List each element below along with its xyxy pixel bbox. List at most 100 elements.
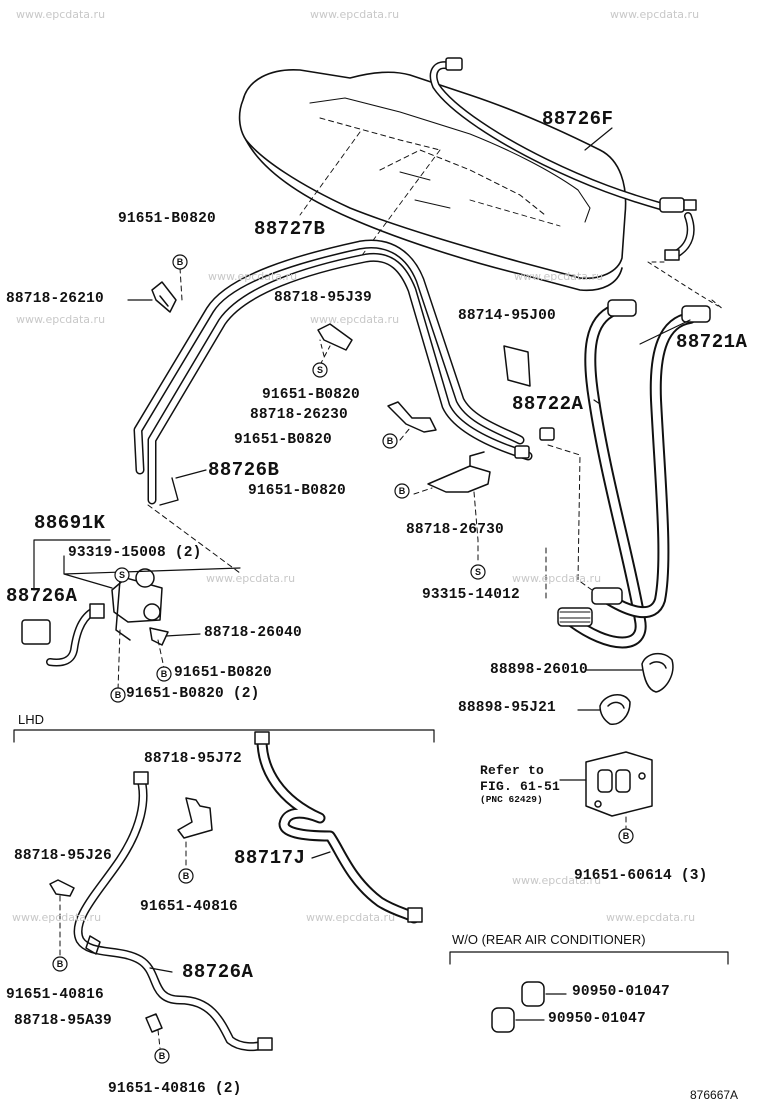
bolt-symbol: B (110, 687, 126, 703)
bolt-symbol: B (178, 868, 194, 884)
part-label: 88898-26010 (490, 662, 588, 678)
watermark: www.epcdata.ru (606, 911, 696, 924)
pipe-88727B-drawing (133, 239, 593, 591)
valve-88691K-drawing (33, 539, 241, 646)
svg-text:B: B (399, 486, 406, 496)
part-label: 88722A (512, 393, 584, 415)
gasket-drawing (559, 751, 653, 817)
part-label: 91651-40816 (6, 987, 104, 1003)
svg-text:B: B (623, 831, 630, 841)
part-label: 91651-B0820 (248, 483, 346, 499)
watermark: www.epcdata.ru (310, 313, 400, 326)
screw-symbol: S (114, 567, 130, 583)
hose-88726A-upper-drawing (21, 603, 105, 667)
watermark: www.epcdata.ru (512, 572, 602, 585)
watermark: www.epcdata.ru (12, 911, 102, 924)
bolt-symbol: B (618, 828, 634, 844)
svg-text:S: S (317, 365, 323, 375)
bracket-88718-26730-drawing (427, 451, 491, 563)
clamp-88718-95J26-drawing (49, 879, 75, 897)
lhd-section-bracket (13, 729, 435, 743)
plug-90950-b-drawing (491, 1007, 545, 1033)
part-label: 88726B (208, 459, 280, 481)
part-label: 88718-26730 (406, 522, 504, 538)
pipe-88717J-drawing (254, 731, 423, 924)
hose-88726F-drawing (429, 57, 719, 307)
section-title-lhd: LHD (18, 712, 45, 727)
watermark: www.epcdata.ru (514, 270, 604, 283)
part-label: 91651-40816 (2) (108, 1081, 242, 1097)
hoses-88721A-88722A-drawing (557, 299, 725, 649)
bracket-88718-26230-drawing (387, 401, 437, 433)
part-label: 88718-95J72 (144, 751, 242, 767)
bolt-symbol: B (172, 254, 188, 270)
watermark: www.epcdata.ru (610, 8, 700, 21)
watermark: www.epcdata.ru (306, 911, 396, 924)
watermark: www.epcdata.ru (310, 8, 400, 21)
section-title-wo-rear-ac: W/O (REAR AIR CONDITIONER) (452, 932, 646, 947)
part-label: 91651-40816 (140, 899, 238, 915)
svg-text:B: B (161, 669, 168, 679)
bolt-symbol: B (394, 483, 410, 499)
part-label: 88691K (34, 512, 106, 534)
part-label: 91651-B0820 (118, 211, 216, 227)
part-label: 88726A (6, 585, 78, 607)
part-label: 88717J (234, 847, 306, 869)
part-label: 88718-26210 (6, 291, 104, 307)
part-label: 88898-95J21 (458, 700, 556, 716)
part-label: 93319-15008 (2) (68, 545, 202, 561)
part-label: 90950-01047 (572, 984, 670, 1000)
svg-text:S: S (119, 570, 125, 580)
refer-note-line1: Refer to (480, 763, 545, 778)
part-label: 91651-B0820 (174, 665, 272, 681)
refer-note-line3: (PNC 62429) (480, 794, 543, 805)
clamp-88718-95J39-drawing (317, 323, 353, 357)
grommet-88898-26010-drawing (641, 652, 674, 693)
part-label: 91651-B0820 (2) (126, 686, 260, 702)
wo-rear-ac-bracket (449, 951, 729, 965)
part-label: 88718-95J26 (14, 848, 112, 864)
label-leaders (127, 127, 691, 973)
part-label: 90950-01047 (548, 1011, 646, 1027)
hose-88726A-lower-drawing (73, 771, 273, 1052)
part-label: 88718-95A39 (14, 1013, 112, 1029)
cooler-unit-drawing (238, 69, 627, 292)
screw-symbol: S (470, 564, 486, 580)
watermark: www.epcdata.ru (16, 313, 106, 326)
part-label: 88726F (542, 108, 614, 130)
part-label: 91651-B0820 (262, 387, 360, 403)
part-label: 88721A (676, 331, 748, 353)
diagram-code: 876667A (690, 1088, 739, 1102)
svg-text:B: B (183, 871, 190, 881)
watermark: www.epcdata.ru (206, 572, 296, 585)
screw-symbol: S (312, 362, 328, 378)
svg-text:B: B (159, 1051, 166, 1061)
part-label: 88727B (254, 218, 326, 240)
part-label: 91651-60614 (3) (574, 868, 708, 884)
grommet-88898-95J21-drawing (599, 694, 631, 725)
clamp-88718-26210-drawing (151, 281, 177, 313)
bolt-symbol: B (156, 666, 172, 682)
bolt-symbol: B (154, 1048, 170, 1064)
svg-text:B: B (177, 257, 184, 267)
refer-note-line2: FIG. 61-51 (480, 779, 561, 794)
part-label: 91651-B0820 (234, 432, 332, 448)
part-label: 88718-26040 (204, 625, 302, 641)
clamp-88718-95A39-drawing (145, 1013, 163, 1033)
svg-text:B: B (57, 959, 64, 969)
plug-90950-a-drawing (521, 981, 567, 1007)
svg-text:B: B (115, 690, 122, 700)
watermark: www.epcdata.ru (512, 874, 602, 887)
plate-88714-95J00-drawing (503, 345, 531, 387)
part-label: 88714-95J00 (458, 308, 556, 324)
bracket-88718-95J72-drawing (177, 797, 213, 839)
bolt-symbol: B (382, 433, 398, 449)
part-label: 88726A (182, 961, 254, 983)
bolt-symbol: B (52, 956, 68, 972)
svg-text:S: S (475, 567, 481, 577)
part-label: 88718-95J39 (274, 290, 372, 306)
svg-text:B: B (387, 436, 394, 446)
part-label: 93315-14012 (422, 587, 520, 603)
leader-lines (59, 267, 627, 1049)
